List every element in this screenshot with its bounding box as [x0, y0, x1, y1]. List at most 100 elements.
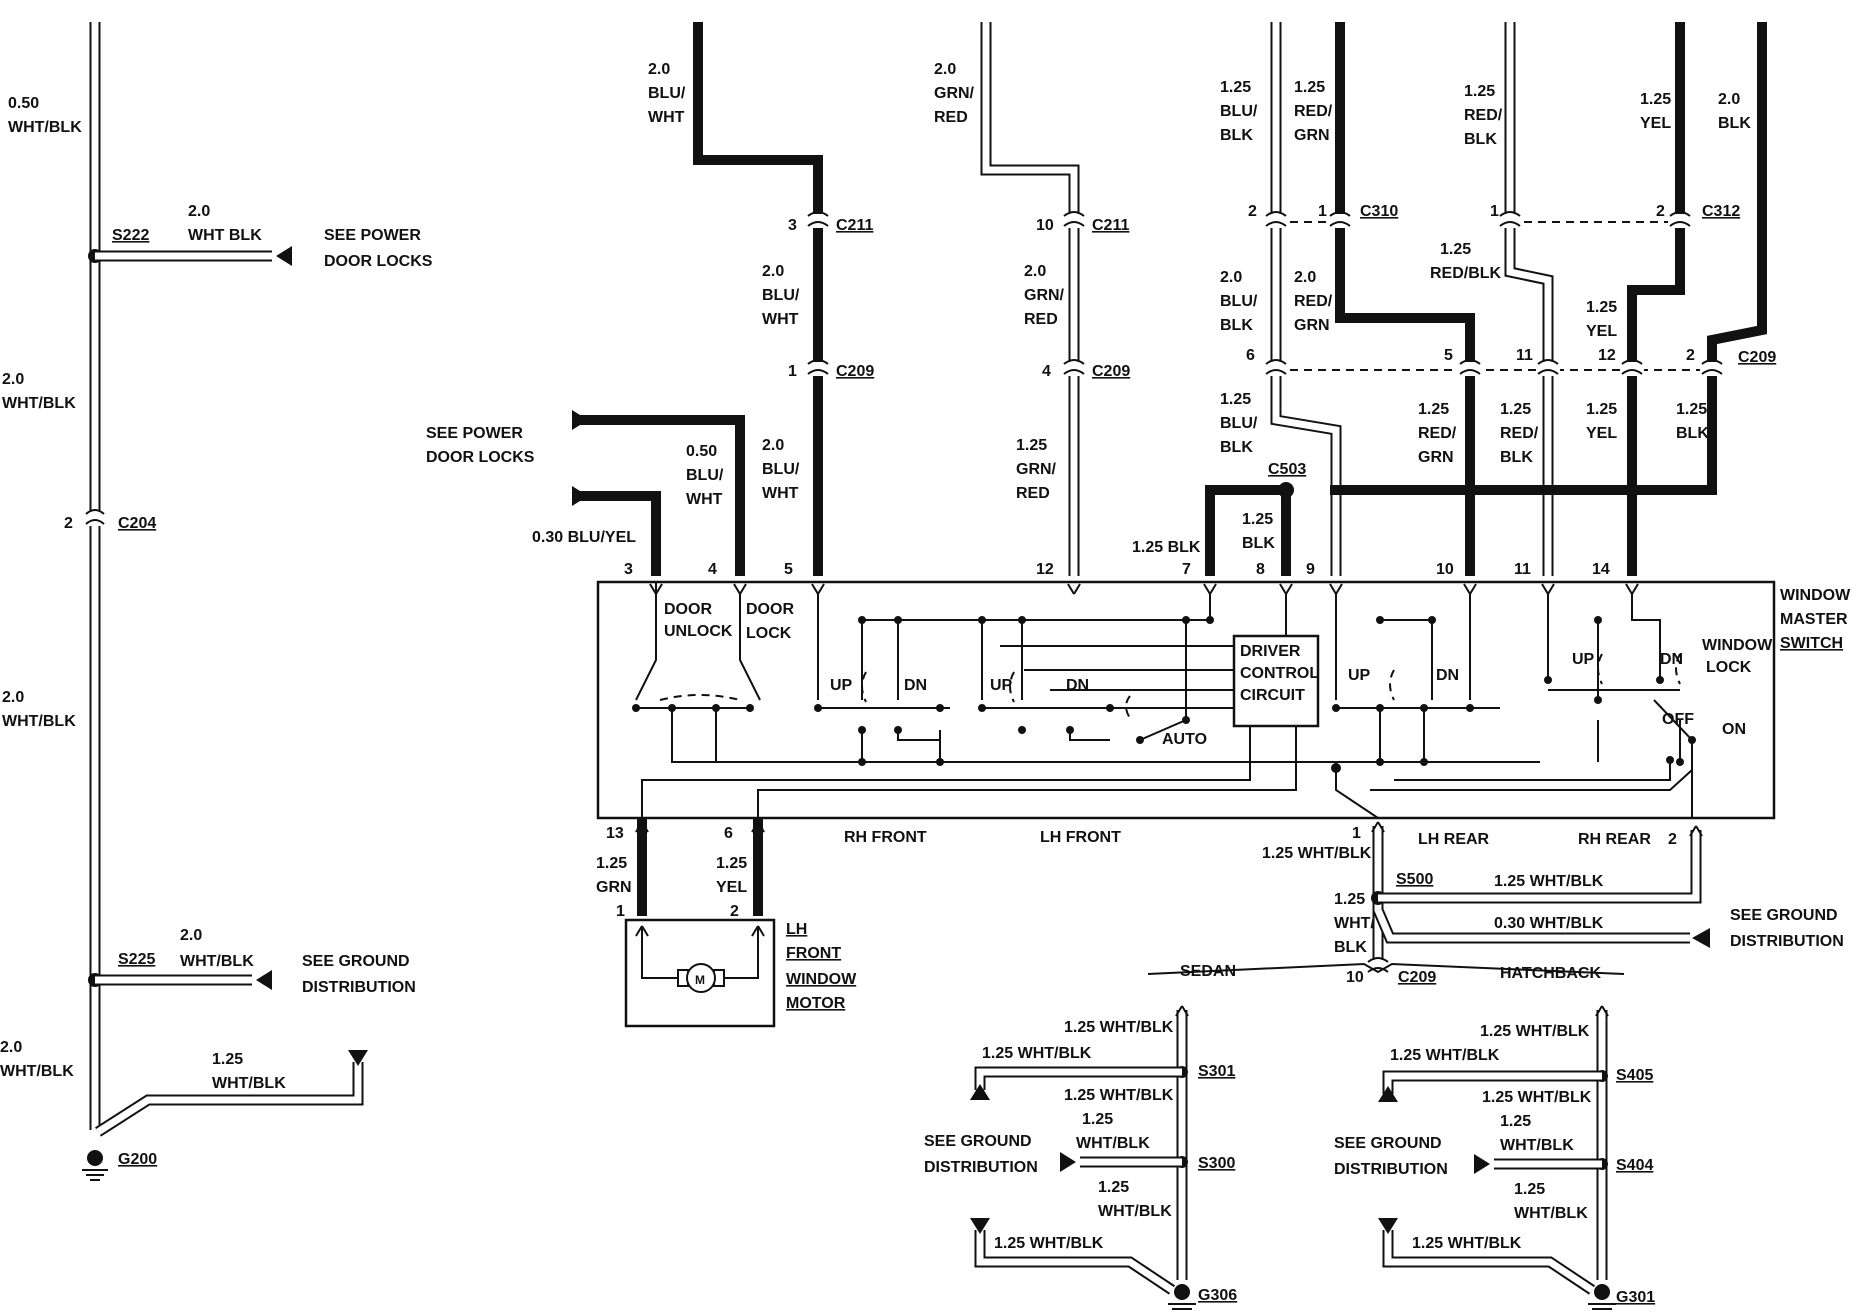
driver-control-label: CIRCUIT: [1240, 687, 1305, 704]
wire-color: WHT/BLK: [1076, 1135, 1150, 1152]
wire-gauge: 1.25: [716, 855, 747, 872]
door-lock-label: LOCK: [746, 625, 792, 642]
switch-title: MASTER: [1780, 611, 1848, 628]
wire-gauge: 1.25: [1220, 391, 1251, 408]
wire-color: BLU/: [1220, 103, 1258, 120]
on-label: ON: [1722, 721, 1746, 738]
wire-color: RED/: [1464, 107, 1503, 124]
wire-gauge: 2.0: [2, 371, 24, 388]
wire-gauge: 2.0: [180, 927, 202, 944]
c209-label: C209: [836, 363, 874, 380]
dn-label: DN: [1436, 667, 1459, 684]
wire-color: WHT/BLK: [1500, 1137, 1574, 1154]
wire-gauge: 1.25: [1640, 91, 1671, 108]
up-label: UP: [990, 677, 1013, 694]
wire-gauge: 1.25: [1334, 891, 1365, 908]
pin-number: 8: [1256, 561, 1265, 578]
pin-number: 2: [1668, 831, 1677, 848]
wire-gauge: 1.25: [1586, 299, 1617, 316]
ref-text: SEE GROUND: [1334, 1135, 1442, 1152]
pin-number: 7: [1182, 561, 1191, 578]
wire-color: GRN/: [1016, 461, 1057, 478]
rh-front-label: RH FRONT: [844, 829, 927, 846]
wire-color: BLU/: [762, 461, 800, 478]
motor-name: WINDOW: [786, 971, 857, 988]
wire-color: BLU/: [762, 287, 800, 304]
wire-color: WHT: [762, 485, 799, 502]
right-top-circuits: 1.25 BLU/ BLK 1.25 RED/ GRN 1.25 RED/ BL…: [1132, 22, 1776, 576]
pin-number: 10: [1436, 561, 1454, 578]
wire-color: GRN: [1418, 449, 1454, 466]
wire-gauge: 0.50: [8, 95, 39, 112]
wire-color: WHT: [648, 109, 685, 126]
ref-text: DISTRIBUTION: [924, 1159, 1038, 1176]
rh-rear-label: RH REAR: [1578, 831, 1651, 848]
connector-pin: 6: [1246, 347, 1255, 364]
wire-gauge: 1.25: [1514, 1181, 1545, 1198]
wire-color: BLK: [1334, 939, 1367, 956]
connector-pin: 10: [1346, 969, 1364, 986]
wire-color: YEL: [1640, 115, 1671, 132]
pin-number: 12: [1036, 561, 1054, 578]
wire-color: RED/BLK: [1430, 265, 1502, 282]
lh-front-window-motor: M 1.25 GRN 1.25 YEL 1 2 LH FRONT WINDOW …: [596, 818, 857, 1028]
lh-rear-label: LH REAR: [1418, 831, 1490, 848]
wire-color: BLU/: [1220, 415, 1258, 432]
s404-label: S404: [1616, 1157, 1653, 1174]
wire-label: 1.25 WHT/BLK: [1412, 1235, 1522, 1252]
dn-label: DN: [904, 677, 927, 694]
wire-color: RED/: [1294, 103, 1333, 120]
wire-color: RED/: [1500, 425, 1539, 442]
pin-number: 6: [724, 825, 733, 842]
pin-number: 2: [730, 903, 739, 920]
wire-gauge: 0.50: [686, 443, 717, 460]
connector-pin: 5: [1444, 347, 1453, 364]
connector-pin: 1: [1318, 203, 1327, 220]
c503-label: C503: [1268, 461, 1306, 478]
wire-gauge: 2.0: [1718, 91, 1740, 108]
connector-pin: 2: [1656, 203, 1665, 220]
wire-gauge: 1.25: [1440, 241, 1471, 258]
ref-text: DISTRIBUTION: [1334, 1161, 1448, 1178]
wire-color: GRN/: [1024, 287, 1065, 304]
wire-color: GRN: [596, 879, 632, 896]
sedan-label: SEDAN: [1180, 963, 1236, 980]
wire-color: RED/: [1294, 293, 1333, 310]
wire-color: RED: [1024, 311, 1058, 328]
wire-label: 1.25 WHT/BLK: [982, 1045, 1092, 1062]
pin-number: 9: [1306, 561, 1315, 578]
s300-label: S300: [1198, 1155, 1235, 1172]
connector-pin: 10: [1036, 217, 1054, 234]
wire-gauge: 1.25: [1464, 83, 1495, 100]
wire-gauge: 2.0: [934, 61, 956, 78]
wire-color: WHT/BLK: [1098, 1203, 1172, 1220]
motor-name: LH: [786, 921, 807, 938]
c204-label: C204: [118, 515, 156, 532]
pin-number: 1: [616, 903, 625, 920]
connector-pin: 4: [1042, 363, 1051, 380]
c209-label: C209: [1398, 969, 1436, 986]
hatchback-label: HATCHBACK: [1500, 965, 1601, 982]
wire-color: BLU/: [648, 85, 686, 102]
wire-gauge: 1.25: [1418, 401, 1449, 418]
ref-arrow: [276, 246, 292, 266]
wire-color: RED: [934, 109, 968, 126]
s500-label: S500: [1396, 871, 1433, 888]
wire-label: 1.25 WHT/BLK: [1064, 1019, 1174, 1036]
wire-color: WHT/BLK: [0, 1063, 74, 1080]
wire-label: 1.25 WHT/BLK: [994, 1235, 1104, 1252]
window-master-switch: 3 4 5 12 7 8 9 10 11 14 DOOR UNLOCK DOOR…: [596, 561, 1851, 848]
c211-label: C211: [1092, 217, 1129, 234]
wire-color: GRN/: [934, 85, 975, 102]
wire-gauge: 2.0: [648, 61, 670, 78]
wire-color: BLU/: [1220, 293, 1258, 310]
wire-color: WHT/BLK: [8, 119, 82, 136]
window-lock-label: LOCK: [1706, 659, 1752, 676]
wire-gauge: 2.0: [0, 1039, 22, 1056]
dn-label: DN: [1066, 677, 1089, 694]
motor-name: MOTOR: [786, 995, 846, 1012]
pin5-circuit: 2.0 BLU/ WHT 3 C211 2.0 BLU/ WHT 1 C209 …: [648, 22, 874, 576]
wire-label: 1.25 WHT/BLK: [1262, 845, 1372, 862]
connector-pin: 2: [1686, 347, 1695, 364]
wire-gauge: 2.0: [1024, 263, 1046, 280]
